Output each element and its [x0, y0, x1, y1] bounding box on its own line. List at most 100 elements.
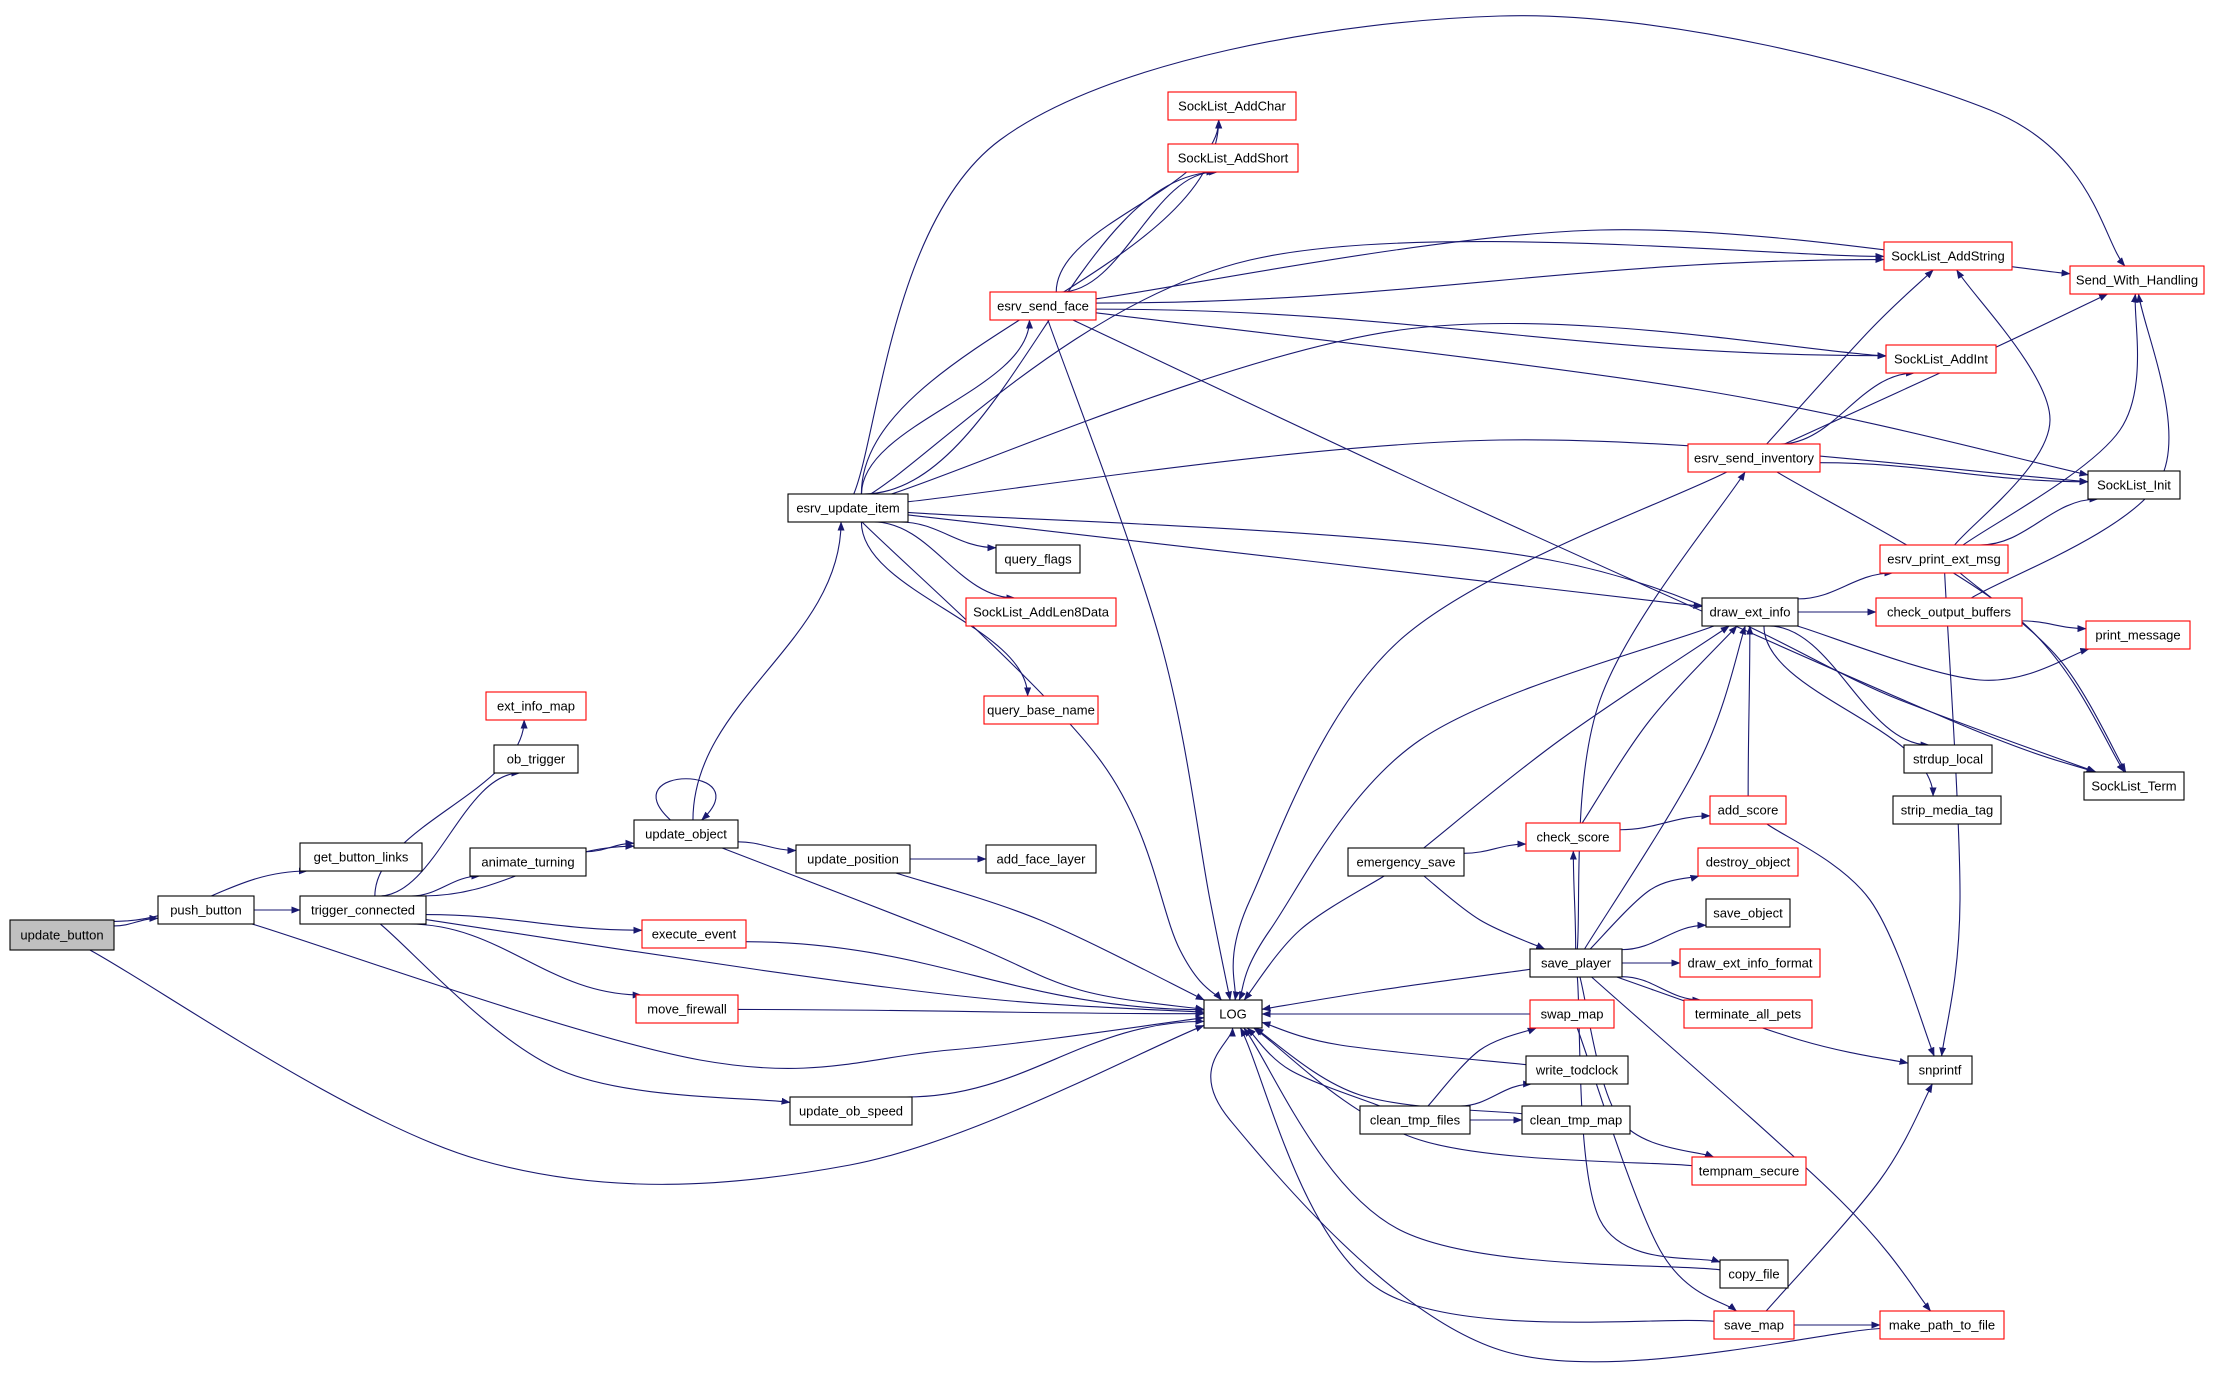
node-ext_info_map[interactable]: ext_info_map	[485, 691, 587, 721]
node-execute_event[interactable]: execute_event	[641, 919, 747, 949]
node-SockList_AddChar[interactable]: SockList_AddChar	[1167, 91, 1297, 121]
node-box	[1709, 795, 1787, 825]
node-swap_map[interactable]: swap_map	[1529, 999, 1615, 1029]
node-label: copy_file	[1728, 1266, 1779, 1281]
node-box	[1879, 544, 2009, 574]
node-box	[299, 842, 423, 872]
edge-draw_ext_info-to-print_message	[1797, 625, 2090, 681]
node-get_button_links[interactable]: get_button_links	[299, 842, 423, 872]
node-label: Send_With_Handling	[2076, 272, 2198, 287]
node-box	[1359, 1105, 1471, 1135]
edge-save_player-to-check_score	[1569, 850, 1577, 950]
node-label: SockList_AddLen8Data	[973, 604, 1110, 619]
node-tempnam_secure[interactable]: tempnam_secure	[1691, 1156, 1807, 1186]
node-SockList_Init[interactable]: SockList_Init	[2087, 470, 2181, 500]
node-print_message[interactable]: print_message	[2085, 620, 2191, 650]
node-box	[983, 695, 1099, 725]
node-label: query_base_name	[987, 702, 1095, 717]
node-SockList_AddLen8Data[interactable]: SockList_AddLen8Data	[965, 597, 1117, 627]
edge-move_firewall-to-LOG	[737, 1008, 1205, 1018]
edge-check_score-to-add_score	[1619, 812, 1711, 831]
edge-trigger_connected-to-LOG	[425, 918, 1205, 1016]
node-update_object[interactable]: update_object	[633, 819, 739, 849]
edge-esrv_update_item-to-query_flags	[900, 521, 997, 552]
node-terminate_all_pets[interactable]: terminate_all_pets	[1683, 999, 1813, 1029]
node-esrv_print_ext_msg[interactable]: esrv_print_ext_msg	[1879, 544, 2009, 574]
node-update_ob_speed[interactable]: update_ob_speed	[789, 1096, 913, 1126]
node-SockList_AddShort[interactable]: SockList_AddShort	[1167, 143, 1299, 173]
node-ob_trigger[interactable]: ob_trigger	[493, 744, 579, 774]
edge-clean_tmp_map-to-LOG	[1254, 1027, 1523, 1115]
node-destroy_object[interactable]: destroy_object	[1697, 847, 1799, 877]
edge-esrv_send_face-to-SockList_AddString	[1095, 256, 1885, 304]
node-SockList_AddInt[interactable]: SockList_AddInt	[1885, 344, 1997, 374]
node-LOG[interactable]: LOG	[1203, 999, 1263, 1029]
node-save_player[interactable]: save_player	[1529, 948, 1623, 978]
node-strip_media_tag[interactable]: strip_media_tag	[1892, 795, 2002, 825]
node-draw_ext_info[interactable]: draw_ext_info	[1701, 597, 1799, 627]
edge-esrv_send_inventory-to-SockList_Init	[1819, 462, 2089, 486]
edge-save_player-to-LOG	[1261, 968, 1531, 1012]
node-copy_file[interactable]: copy_file	[1719, 1259, 1789, 1289]
node-esrv_send_inventory[interactable]: esrv_send_inventory	[1687, 443, 1821, 473]
node-emergency_save[interactable]: emergency_save	[1347, 847, 1465, 877]
node-label: SockList_Init	[2097, 477, 2171, 492]
node-push_button[interactable]: push_button	[157, 895, 255, 925]
node-box	[493, 744, 579, 774]
node-draw_ext_info_format[interactable]: draw_ext_info_format	[1679, 948, 1821, 978]
node-check_output_buffers[interactable]: check_output_buffers	[1875, 597, 2023, 627]
node-trigger_connected[interactable]: trigger_connected	[299, 895, 427, 925]
node-save_map[interactable]: save_map	[1713, 1310, 1795, 1340]
node-label: write_todclock	[1535, 1062, 1619, 1077]
edge-esrv_print_ext_msg-to-snprintf	[1939, 572, 1961, 1057]
node-animate_turning[interactable]: animate_turning	[469, 847, 587, 877]
node-check_score[interactable]: check_score	[1525, 822, 1621, 852]
node-update_position[interactable]: update_position	[795, 844, 911, 874]
node-label: ob_trigger	[507, 751, 566, 766]
edge-esrv_update_item-to-LOG	[861, 521, 1222, 1001]
node-snprintf[interactable]: snprintf	[1907, 1055, 1973, 1085]
node-save_object[interactable]: save_object	[1705, 898, 1791, 928]
edge-esrv_update_item-to-query_base_name	[860, 521, 1032, 697]
node-SockList_AddString[interactable]: SockList_AddString	[1883, 241, 2013, 271]
node-Send_With_Handling[interactable]: Send_With_Handling	[2069, 265, 2205, 295]
node-box	[1883, 241, 2013, 271]
edge-execute_event-to-LOG	[745, 941, 1205, 1014]
node-query_base_name[interactable]: query_base_name	[983, 695, 1099, 725]
node-label: execute_event	[652, 926, 737, 941]
node-box	[1879, 1310, 2005, 1340]
node-query_flags[interactable]: query_flags	[995, 544, 1081, 574]
node-box	[1705, 898, 1791, 928]
node-strdup_local[interactable]: strdup_local	[1903, 744, 1993, 774]
node-add_score[interactable]: add_score	[1709, 795, 1787, 825]
node-box	[299, 895, 427, 925]
node-box	[485, 691, 587, 721]
node-box	[1701, 597, 1799, 627]
node-make_path_to_file[interactable]: make_path_to_file	[1879, 1310, 2005, 1340]
edge-esrv_send_face-to-LOG	[1047, 319, 1232, 1001]
node-write_todclock[interactable]: write_todclock	[1525, 1055, 1629, 1085]
edge-save_player-to-terminate_all_pets	[1621, 976, 1702, 1004]
node-box	[641, 919, 747, 949]
node-label: update_position	[807, 851, 899, 866]
node-add_face_layer[interactable]: add_face_layer	[985, 844, 1097, 874]
node-esrv_send_face[interactable]: esrv_send_face	[989, 291, 1097, 321]
edge-save_player-to-save_object	[1621, 921, 1707, 951]
node-box	[1697, 847, 1799, 877]
node-label: ext_info_map	[497, 698, 575, 713]
node-esrv_update_item[interactable]: esrv_update_item	[787, 493, 909, 523]
edge-draw_ext_info-to-esrv_print_ext_msg	[1797, 569, 1894, 600]
node-label: esrv_print_ext_msg	[1887, 551, 2000, 566]
node-SockList_Term[interactable]: SockList_Term	[2083, 771, 2185, 801]
node-box	[1347, 847, 1465, 877]
node-clean_tmp_map[interactable]: clean_tmp_map	[1521, 1105, 1631, 1135]
node-box	[1687, 443, 1821, 473]
node-box	[1167, 143, 1299, 173]
node-box	[2069, 265, 2205, 295]
node-label: trigger_connected	[311, 902, 415, 917]
node-move_firewall[interactable]: move_firewall	[635, 994, 739, 1024]
node-box	[157, 895, 255, 925]
node-update_button[interactable]: update_button	[9, 919, 115, 951]
node-clean_tmp_files[interactable]: clean_tmp_files	[1359, 1105, 1471, 1135]
node-label: save_map	[1724, 1317, 1784, 1332]
